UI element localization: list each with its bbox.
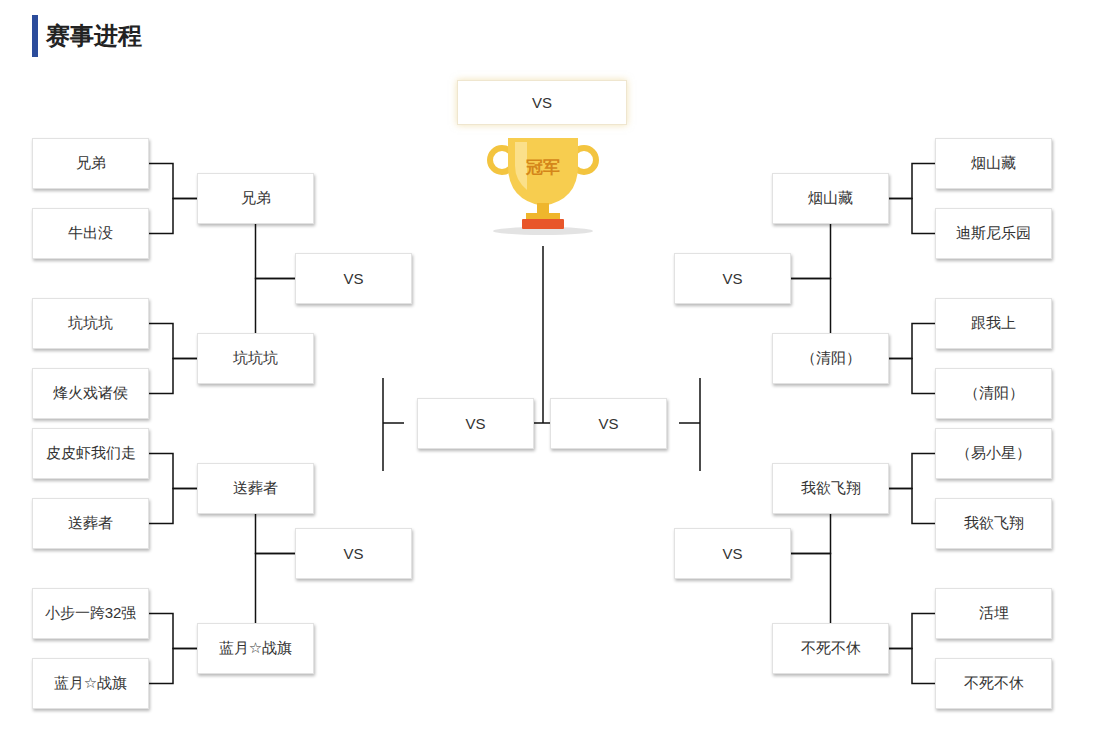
team-box: 坑坑坑 bbox=[197, 333, 314, 384]
team-box: VS bbox=[295, 253, 412, 304]
team-name: 不死不休 bbox=[964, 674, 1024, 693]
team-name: 皮皮虾我们走 bbox=[46, 444, 136, 463]
team-name: VS bbox=[722, 270, 742, 287]
team-box: 送葬者 bbox=[197, 463, 314, 514]
team-box: 送葬者 bbox=[32, 498, 149, 549]
trophy-icon bbox=[490, 138, 596, 235]
team-name: 我欲飞翔 bbox=[964, 514, 1024, 533]
team-box: 跟我上 bbox=[935, 298, 1052, 349]
team-box: 烟山藏 bbox=[772, 173, 889, 224]
team-name: 烟山藏 bbox=[971, 154, 1016, 173]
semifinal-brackets bbox=[383, 246, 700, 471]
team-name: VS bbox=[343, 270, 363, 287]
team-box: 我欲飞翔 bbox=[772, 463, 889, 514]
bracket-line bbox=[791, 514, 831, 554]
team-box: 皮皮虾我们走 bbox=[32, 428, 149, 479]
team-name: 兄弟 bbox=[76, 154, 106, 173]
bracket-line bbox=[149, 164, 197, 199]
team-name: 蓝月☆战旗 bbox=[219, 639, 292, 658]
bracket-line bbox=[256, 554, 296, 624]
team-name: 坑坑坑 bbox=[233, 349, 278, 368]
team-box: 小步一跨32强 bbox=[32, 588, 149, 639]
final-match-box: VS bbox=[457, 80, 627, 125]
team-name: 不死不休 bbox=[801, 639, 861, 658]
bracket-line bbox=[889, 359, 935, 394]
team-name: （易小星） bbox=[956, 444, 1031, 463]
team-box: 不死不休 bbox=[772, 623, 889, 674]
team-box: VS bbox=[295, 528, 412, 579]
team-box: （清阳） bbox=[935, 368, 1052, 419]
bracket-line bbox=[149, 454, 197, 489]
team-name: 迪斯尼乐园 bbox=[956, 224, 1031, 243]
bracket-line bbox=[149, 489, 197, 524]
team-box: VS bbox=[674, 253, 791, 304]
bracket-line bbox=[149, 614, 197, 649]
team-name: （清阳） bbox=[801, 349, 861, 368]
bracket-line bbox=[791, 554, 831, 624]
team-name: （清阳） bbox=[964, 384, 1024, 403]
bracket-line bbox=[149, 324, 197, 359]
bracket-line bbox=[889, 454, 935, 489]
team-name: 跟我上 bbox=[971, 314, 1016, 333]
bracket-line bbox=[149, 649, 197, 684]
team-name: 兄弟 bbox=[241, 189, 271, 208]
bracket-line bbox=[889, 614, 935, 649]
bracket-line bbox=[889, 324, 935, 359]
team-box: 牛出没 bbox=[32, 208, 149, 259]
bracket-line bbox=[256, 279, 296, 334]
bracket-line bbox=[256, 514, 296, 554]
team-box: VS bbox=[674, 528, 791, 579]
team-box: 坑坑坑 bbox=[32, 298, 149, 349]
bracket-line bbox=[889, 199, 935, 234]
team-name: 小步一跨32强 bbox=[45, 604, 137, 623]
team-box: VS bbox=[550, 398, 667, 449]
team-name: VS bbox=[343, 545, 363, 562]
team-box: （清阳） bbox=[772, 333, 889, 384]
team-box: VS bbox=[417, 398, 534, 449]
team-name: 送葬者 bbox=[68, 514, 113, 533]
team-name: 烟山藏 bbox=[808, 189, 853, 208]
bracket-line bbox=[149, 359, 197, 394]
team-box: 蓝月☆战旗 bbox=[32, 658, 149, 709]
team-name: VS bbox=[722, 545, 742, 562]
team-name: 我欲飞翔 bbox=[801, 479, 861, 498]
bracket-line bbox=[889, 164, 935, 199]
team-box: 烽火戏诸侯 bbox=[32, 368, 149, 419]
title-bar bbox=[32, 15, 38, 57]
trophy-label: 冠军 bbox=[526, 156, 560, 179]
team-name: 送葬者 bbox=[233, 479, 278, 498]
team-box: 兄弟 bbox=[32, 138, 149, 189]
team-name: 活埋 bbox=[979, 604, 1009, 623]
team-box: 兄弟 bbox=[197, 173, 314, 224]
team-name: 蓝月☆战旗 bbox=[54, 674, 127, 693]
team-box: 烟山藏 bbox=[935, 138, 1052, 189]
team-name: VS bbox=[465, 415, 485, 432]
page-title: 赛事进程 bbox=[46, 20, 142, 52]
bracket-line bbox=[256, 224, 296, 279]
bracket-line bbox=[791, 224, 831, 279]
team-box: 迪斯尼乐园 bbox=[935, 208, 1052, 259]
team-name: VS bbox=[598, 415, 618, 432]
team-box: 活埋 bbox=[935, 588, 1052, 639]
team-name: 烽火戏诸侯 bbox=[53, 384, 128, 403]
bracket-line bbox=[889, 489, 935, 524]
team-box: 我欲飞翔 bbox=[935, 498, 1052, 549]
team-name: 牛出没 bbox=[68, 224, 113, 243]
team-box: 蓝月☆战旗 bbox=[197, 623, 314, 674]
team-box: 不死不休 bbox=[935, 658, 1052, 709]
bracket-line bbox=[149, 199, 197, 234]
team-name: 坑坑坑 bbox=[68, 314, 113, 333]
team-box: （易小星） bbox=[935, 428, 1052, 479]
bracket-line bbox=[791, 279, 831, 334]
team-name: VS bbox=[532, 94, 552, 111]
bracket-line bbox=[889, 649, 935, 684]
